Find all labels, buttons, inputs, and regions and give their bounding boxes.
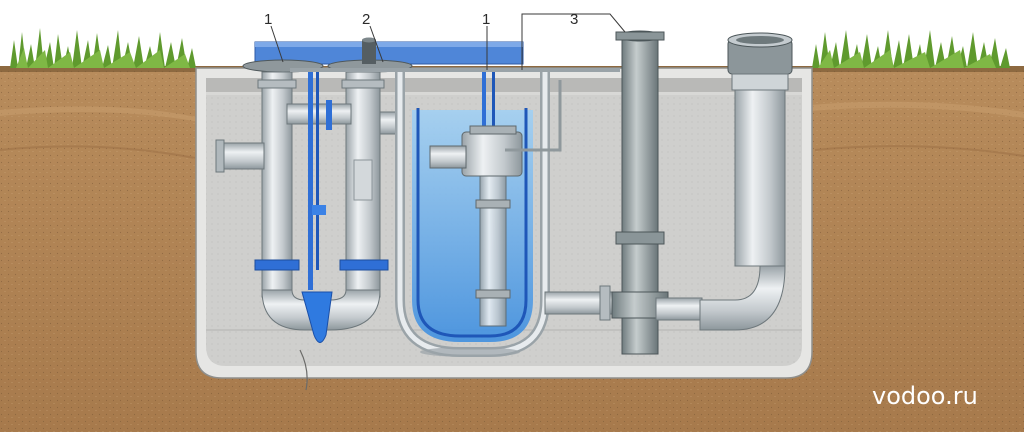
callout-label-1-right: 1 — [482, 11, 490, 28]
blue-lid-highlight — [255, 42, 523, 47]
grass-left — [10, 28, 196, 68]
center-stub — [362, 40, 376, 64]
central-pump — [429, 70, 562, 327]
callout-label-1-left: 1 — [264, 11, 272, 28]
connector-flange — [599, 285, 611, 321]
left-blue-pump — [301, 70, 333, 343]
callout-label-2: 2 — [362, 11, 370, 28]
u-chamber — [395, 72, 550, 357]
top-rail — [290, 68, 620, 72]
callout-lines — [270, 13, 626, 70]
watermark: vodoo.ru — [872, 382, 978, 410]
right-inlet-pipe — [699, 32, 793, 331]
center-stub-cap — [362, 37, 376, 43]
grass-right — [812, 30, 1010, 68]
riser-pipe-3 — [611, 30, 703, 355]
callout-label-3: 3 — [570, 11, 578, 28]
